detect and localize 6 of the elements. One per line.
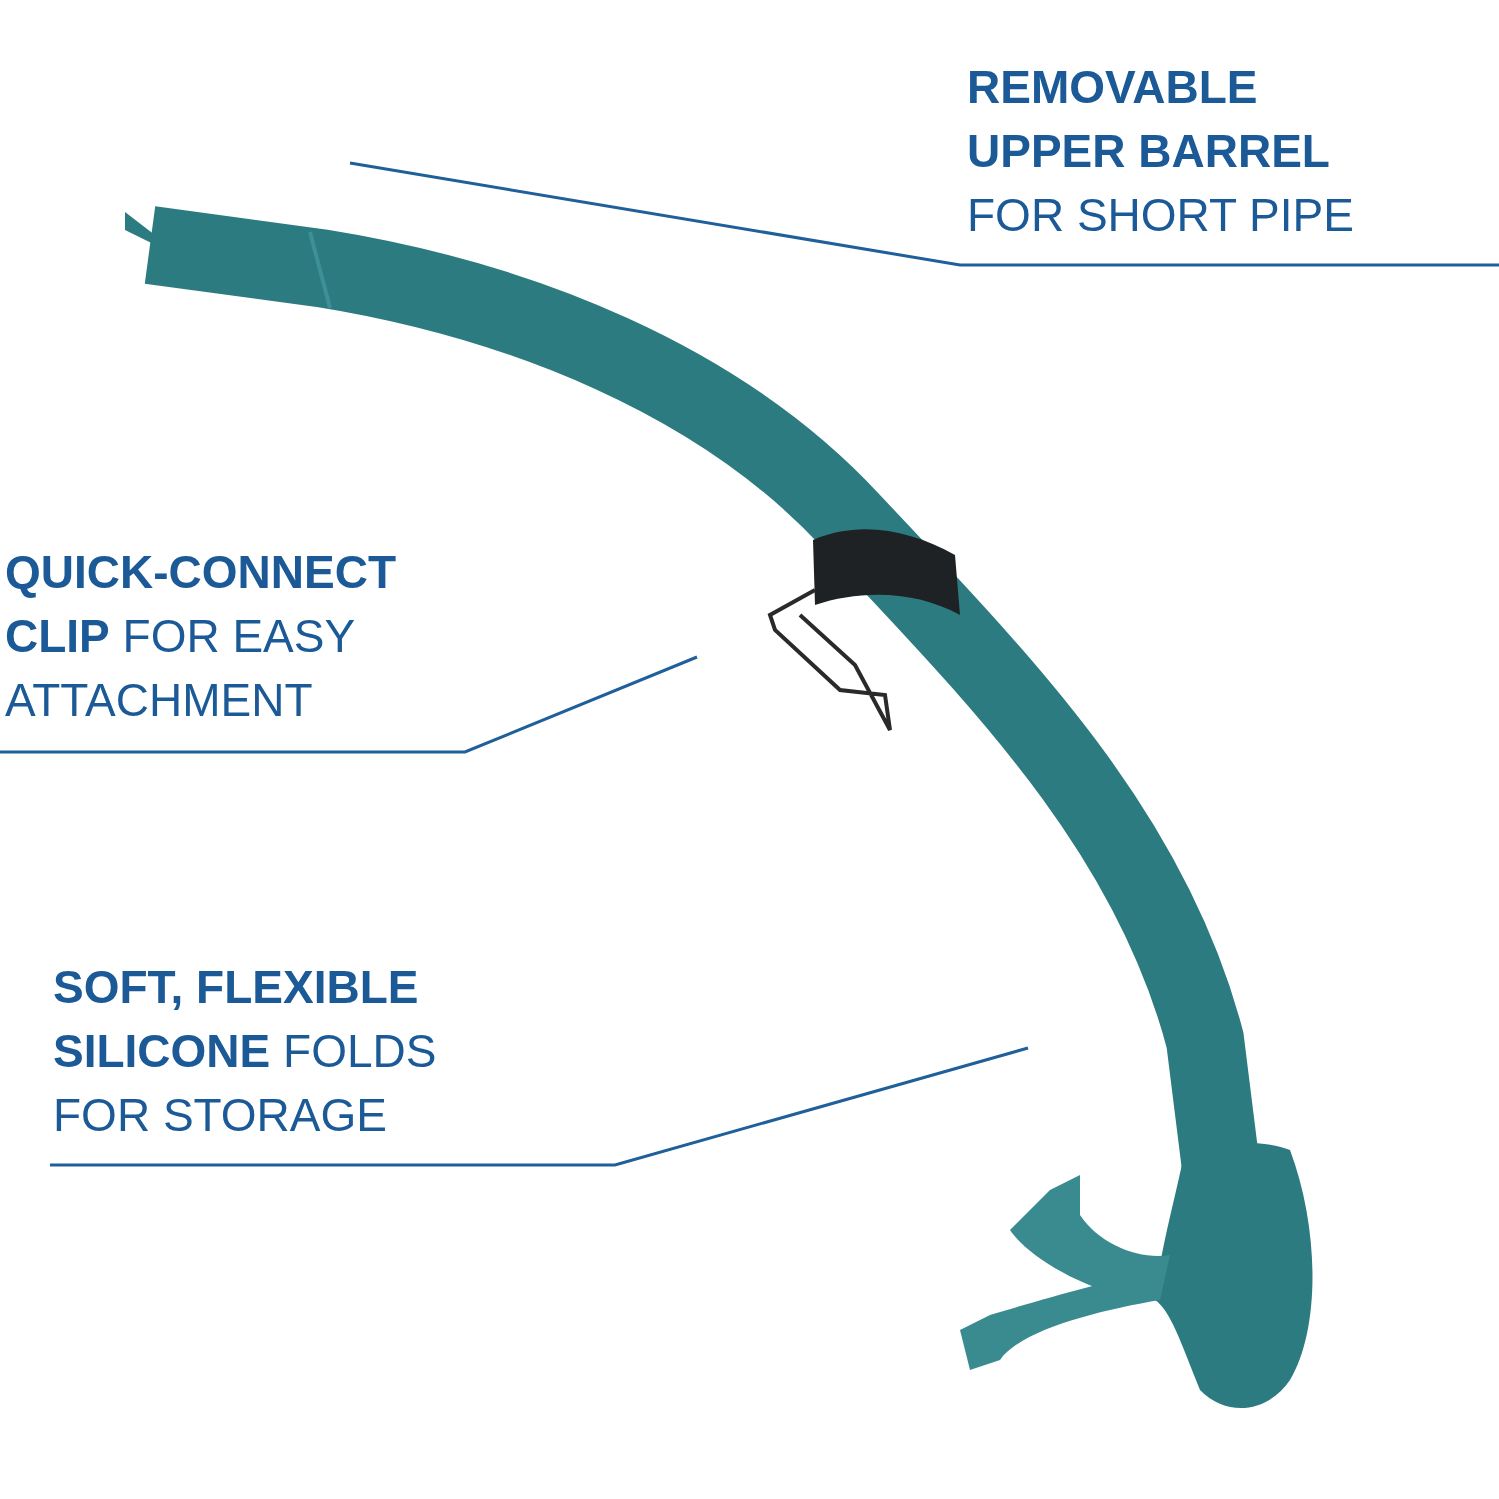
callout-text: SOFT, FLEXIBLE SILICONE FOLDS FOR STORAGE <box>48 955 528 1165</box>
callout-text: REMOVABLE UPPER BARREL FOR SHORT PIPE <box>962 55 1499 265</box>
leader-line <box>349 161 1499 267</box>
leader-line <box>0 655 698 754</box>
leader-line <box>50 1046 1029 1167</box>
callout-text: QUICK-CONNECT CLIP FOR EASY ATTACHMENT <box>0 540 470 752</box>
